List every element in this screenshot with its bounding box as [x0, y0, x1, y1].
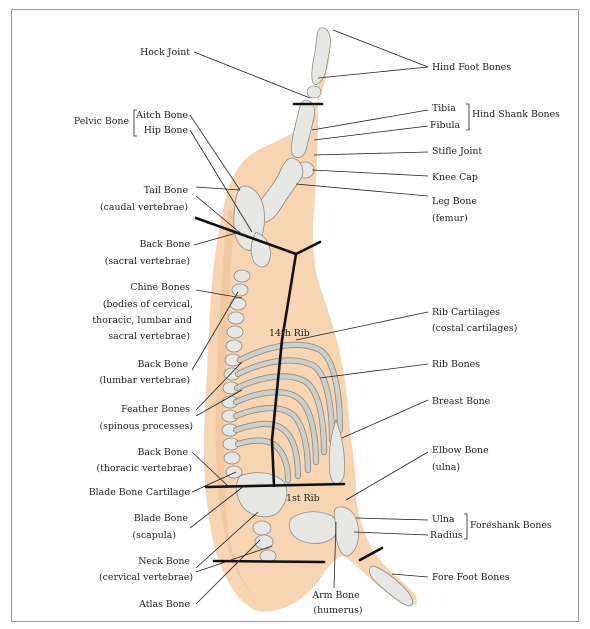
label-pelvic-bone: Pelvic Bone — [74, 116, 130, 127]
label-neck-bone: Neck Bone — [138, 556, 190, 567]
label-atlas-bone: Atlas Bone — [138, 599, 190, 610]
label-back-bone-thoracic: Back Bone — [137, 447, 188, 458]
hind-foot-bones — [312, 28, 331, 85]
label-chine-bones-sub1: (bodies of cervical, — [103, 299, 193, 310]
label-elbow-bone: Elbow Bone — [432, 445, 489, 456]
label-blade-bone: Blade Bone — [134, 513, 189, 524]
label-aitch-bone: Aitch Bone — [135, 110, 188, 121]
label-neck-bone-sub: (cervical vertebrae) — [99, 572, 193, 583]
label-14th-rib: 14th Rib — [269, 328, 310, 339]
label-fore-foot-bones: Fore Foot Bones — [432, 572, 510, 583]
label-arm-bone: Arm Bone — [311, 590, 360, 601]
label-stifle-joint: Stifle Joint — [432, 146, 482, 157]
label-fibula: Fibula — [430, 120, 461, 131]
label-blade-bone-cartilage: Blade Bone Cartilage — [89, 487, 191, 498]
label-leg-bone-sub: (femur) — [432, 213, 468, 224]
label-blade-bone-sub: (scapula) — [132, 530, 176, 541]
label-chine-bones-sub3: sacral vertebrae) — [108, 331, 190, 342]
label-leg-bone: Leg Bone — [432, 196, 477, 207]
label-back-bone-thoracic-sub: (thoracic vertebrae) — [96, 463, 192, 474]
label-feather-bones-sub: (spinous processes) — [99, 421, 193, 432]
label-hip-bone: Hip Bone — [144, 125, 189, 136]
label-chine-bones: Chine Bones — [130, 282, 190, 293]
label-hind-foot-bones: Hind Foot Bones — [432, 62, 511, 73]
label-tail-bone-sub: (caudal vertebrae) — [100, 202, 188, 213]
label-ulna: Ulna — [432, 514, 455, 525]
label-rib-cartilages-sub: (costal cartilages) — [432, 323, 517, 334]
label-back-bone-sacral-sub: (sacral vertebrae) — [105, 256, 190, 267]
label-elbow-bone-sub: (ulna) — [432, 462, 460, 473]
label-back-bone-sacral: Back Bone — [139, 239, 190, 250]
label-tail-bone: Tail Bone — [144, 185, 189, 196]
label-arm-bone-sub: (humerus) — [313, 605, 362, 616]
label-radius: Radius — [430, 530, 463, 541]
label-hock-joint: Hock Joint — [140, 47, 190, 58]
labels-bottom: Arm Bone (humerus) — [311, 590, 362, 616]
label-1st-rib: 1st Rib — [286, 493, 320, 504]
label-knee-cap: Knee Cap — [432, 172, 478, 183]
label-rib-cartilages: Rib Cartilages — [432, 307, 500, 318]
label-hind-shank-bones: Hind Shank Bones — [472, 109, 560, 120]
label-back-bone-lumbar-sub: (lumbar vertebrae) — [99, 375, 190, 386]
labels-right: Hind Foot Bones Tibia Fibula Hind Shank … — [430, 62, 560, 583]
label-rib-bones: Rib Bones — [432, 359, 480, 370]
labels-left: Hock Joint Pelvic Bone Aitch Bone Hip Bo… — [74, 47, 193, 610]
label-tibia: Tibia — [432, 103, 456, 114]
label-foreshank-bones: Foreshank Bones — [470, 520, 552, 531]
label-back-bone-lumbar: Back Bone — [137, 359, 188, 370]
label-feather-bones: Feather Bones — [121, 404, 190, 415]
label-chine-bones-sub2: thoracic, lumbar and — [92, 315, 192, 326]
label-breast-bone: Breast Bone — [432, 396, 491, 407]
